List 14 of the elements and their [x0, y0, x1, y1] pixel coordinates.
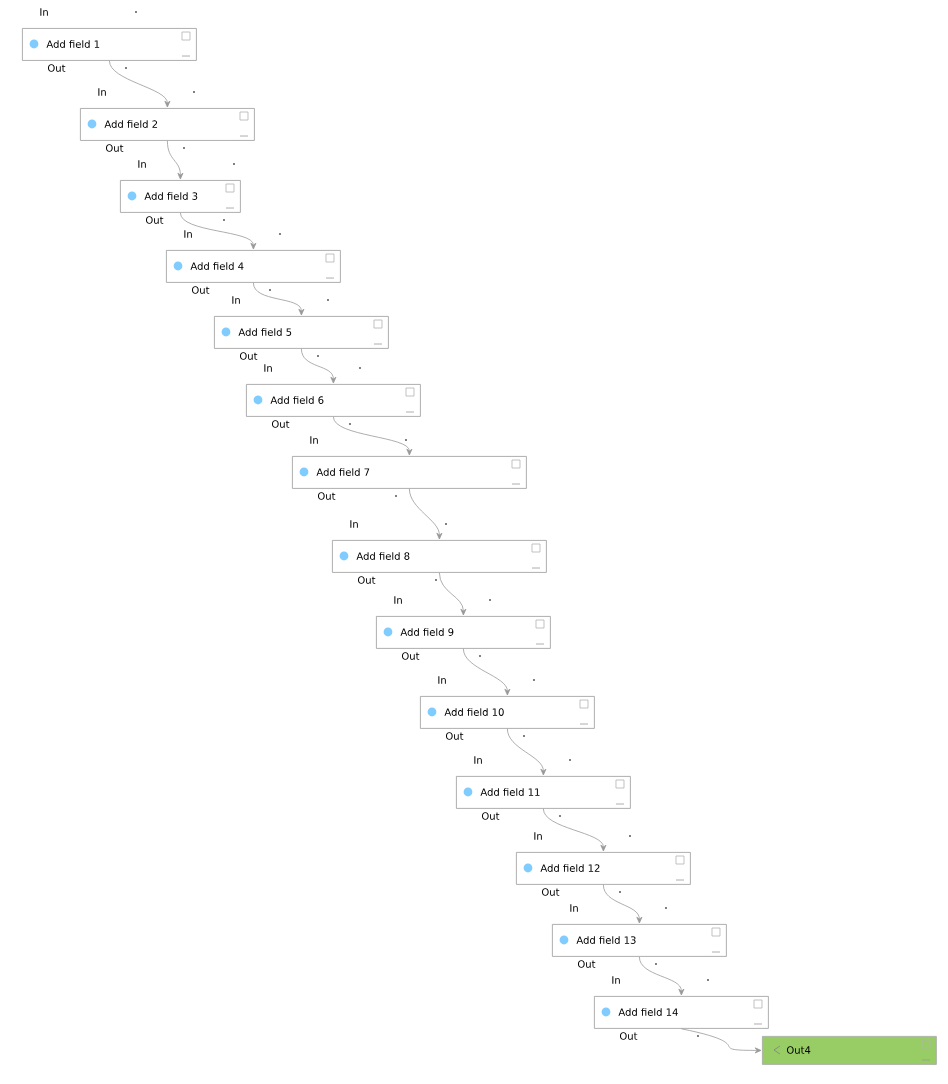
- connector: [180, 212, 257, 250]
- connector: [301, 348, 337, 384]
- connector: [109, 60, 171, 108]
- connector: [543, 808, 607, 852]
- connector: [333, 416, 413, 456]
- connector: [639, 956, 685, 996]
- connector: [603, 884, 643, 924]
- connector: [507, 728, 547, 776]
- connector: [253, 282, 305, 316]
- connector: [463, 648, 511, 696]
- connector: [681, 1028, 762, 1054]
- connector: [409, 488, 443, 540]
- connector: [167, 140, 184, 180]
- connector: [439, 572, 467, 616]
